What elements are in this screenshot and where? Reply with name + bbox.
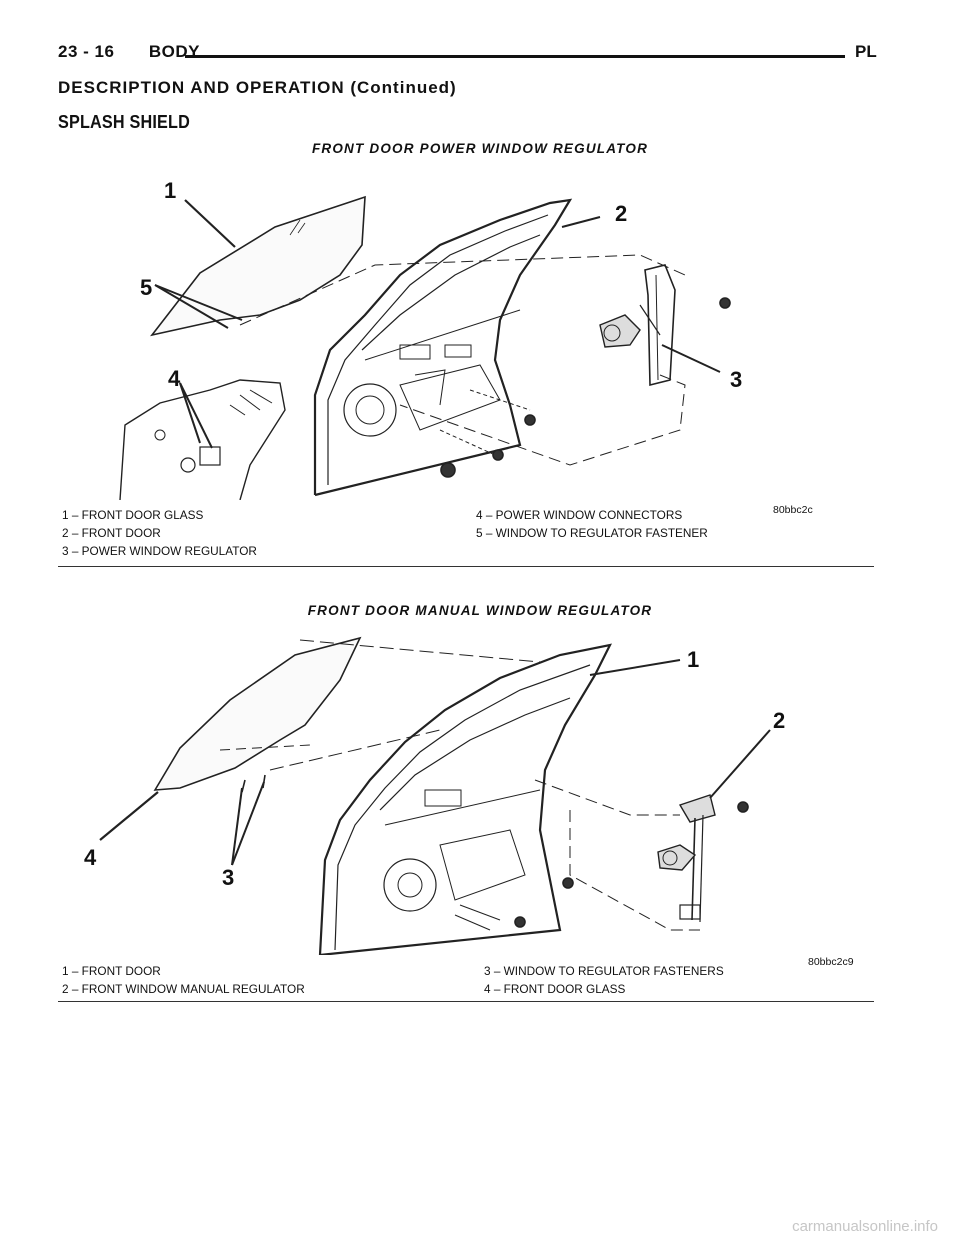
header-rule: [185, 55, 845, 58]
subsection-title: SPLASH SHIELD: [58, 112, 190, 132]
legend-item: 3 – POWER WINDOW REGULATOR: [62, 544, 257, 558]
model-code: PL: [855, 42, 877, 61]
figure-2-title: FRONT DOOR MANUAL WINDOW REGULATOR: [307, 603, 653, 618]
watermark: carmanualsonline.info: [792, 1218, 938, 1235]
figure-1-legend-left: 1 – FRONT DOOR GLASS 2 – FRONT DOOR 3 – …: [62, 506, 257, 560]
legend-item: 2 – FRONT DOOR: [62, 526, 161, 540]
figure-2-callout-4: 4: [84, 845, 97, 870]
figure-1-title: FRONT DOOR POWER WINDOW REGULATOR: [311, 141, 649, 156]
legend-item: 1 – FRONT DOOR GLASS: [62, 508, 204, 522]
legend-item: 4 – FRONT DOOR GLASS: [484, 982, 626, 996]
figure-1-callout-3: 3: [730, 367, 742, 392]
figure-2-illustration: 1 2 3 4: [84, 636, 785, 955]
figure-2-callout-2: 2: [773, 708, 785, 733]
section-name: BODY: [148, 42, 201, 61]
figure-1-legend-right: 4 – POWER WINDOW CONNECTORS 5 – WINDOW T…: [476, 506, 708, 542]
figure-2-code: 80bbc2c9: [808, 956, 854, 968]
figure-2-legend-right: 3 – WINDOW TO REGULATOR FASTENERS 4 – FR…: [484, 962, 724, 998]
figure-1-callout-4: 4: [168, 366, 181, 391]
legend-item: 4 – POWER WINDOW CONNECTORS: [476, 508, 683, 522]
figure-2-callout-1: 1: [687, 647, 699, 672]
legend-item: 5 – WINDOW TO REGULATOR FASTENER: [476, 526, 708, 540]
figure-1-callout-5: 5: [140, 275, 152, 300]
figure-1-callout-1: 1: [164, 178, 176, 203]
figure-1-callout-2: 2: [615, 201, 627, 226]
figure-2-rule: [58, 1001, 874, 1002]
legend-item: 3 – WINDOW TO REGULATOR FASTENERS: [484, 964, 724, 978]
figure-1-rule: [58, 566, 874, 567]
legend-item: 1 – FRONT DOOR: [62, 964, 161, 978]
legend-item: 2 – FRONT WINDOW MANUAL REGULATOR: [62, 982, 305, 996]
figure-1-illustration: 1 2 3 4 5: [119, 178, 742, 500]
section-title: DESCRIPTION AND OPERATION (Continued): [58, 78, 457, 97]
page-number: 23 - 16: [58, 42, 115, 61]
figure-2-callout-3: 3: [222, 865, 234, 890]
figure-1-code: 80bbc2c: [773, 504, 813, 516]
figure-2-legend-left: 1 – FRONT DOOR 2 – FRONT WINDOW MANUAL R…: [62, 962, 305, 998]
page-header: 23 - 16 BODY: [58, 42, 200, 62]
